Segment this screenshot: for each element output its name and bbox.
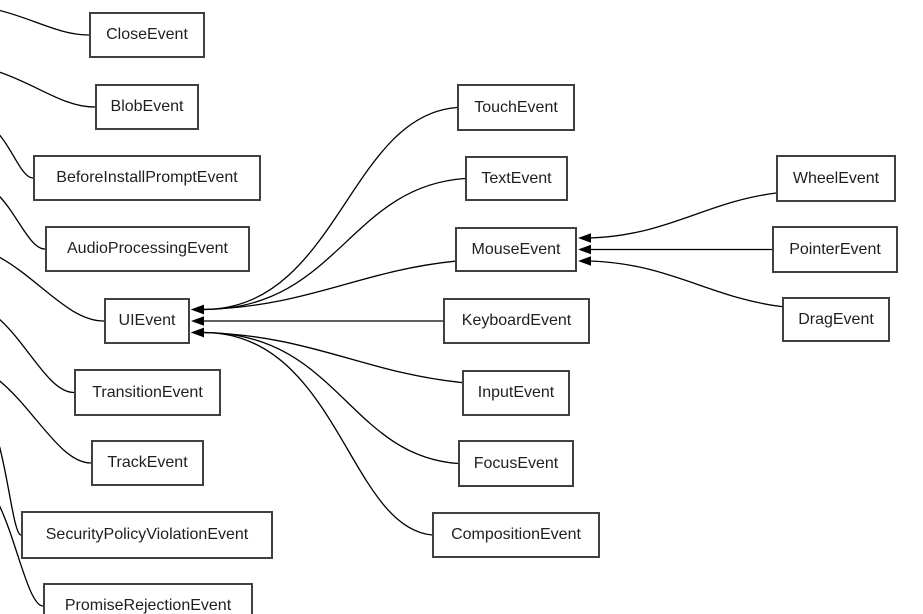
arrowhead [578, 256, 591, 266]
node-label: UIEvent [118, 312, 176, 329]
node-label: TransitionEvent [92, 383, 203, 401]
edge [0, 505, 44, 607]
node-blob-event[interactable]: BlobEvent [95, 84, 199, 130]
node-label: CompositionEvent [451, 526, 581, 543]
edge [0, 256, 105, 322]
node-label: BeforeInstallPromptEvent [56, 169, 238, 186]
arrowhead [578, 233, 591, 243]
edge [589, 192, 777, 239]
edge [0, 134, 34, 179]
node-wheel-event[interactable]: WheelEvent [776, 155, 896, 202]
edge [202, 177, 466, 311]
arrowhead [191, 316, 204, 326]
node-label: BlobEvent [110, 98, 184, 115]
arrowhead [191, 304, 204, 315]
edge [202, 331, 433, 536]
edge [0, 446, 22, 536]
node-text-event[interactable]: TextEvent [465, 156, 568, 201]
node-label: PointerEvent [789, 240, 881, 258]
edge [202, 106, 458, 311]
node-track-event[interactable]: TrackEvent [91, 440, 204, 486]
node-touch-event[interactable]: TouchEvent [457, 84, 575, 131]
arrowhead [578, 244, 591, 255]
node-pointer-event[interactable]: PointerEvent [772, 226, 898, 273]
node-label: DragEvent [798, 310, 874, 328]
node-composition-event[interactable]: CompositionEvent [432, 512, 600, 558]
node-transition-event[interactable]: TransitionEvent [74, 369, 221, 416]
node-audio-processing-event[interactable]: AudioProcessingEvent [45, 226, 250, 272]
node-label: AudioProcessingEvent [67, 240, 228, 257]
node-label: TextEvent [481, 169, 552, 187]
node-label: KeyboardEvent [461, 312, 572, 329]
node-label: TrackEvent [107, 454, 188, 471]
node-before-install-prompt-event[interactable]: BeforeInstallPromptEvent [33, 155, 261, 201]
node-label: InputEvent [477, 384, 555, 401]
edge [202, 331, 459, 465]
node-ui-event[interactable]: UIEvent [104, 298, 190, 344]
node-mouse-event[interactable]: MouseEvent [455, 227, 577, 272]
edge [202, 260, 456, 311]
node-close-event[interactable]: CloseEvent [89, 12, 205, 58]
node-focus-event[interactable]: FocusEvent [458, 440, 574, 487]
node-label: PromiseRejectionEvent [64, 597, 232, 614]
edge [0, 196, 46, 250]
edge [202, 331, 463, 384]
node-label: MouseEvent [471, 240, 561, 258]
edge [0, 9, 90, 36]
node-label: CloseEvent [106, 26, 188, 43]
edge [0, 71, 96, 108]
edge [0, 319, 75, 394]
node-input-event[interactable]: InputEvent [462, 370, 570, 416]
node-label: WheelEvent [792, 169, 880, 187]
arrowhead [191, 327, 204, 338]
node-label: SecurityPolicyViolationEvent [45, 526, 249, 543]
node-drag-event[interactable]: DragEvent [782, 297, 890, 342]
node-promise-rejection-event[interactable]: PromiseRejectionEvent [43, 583, 253, 614]
node-keyboard-event[interactable]: KeyboardEvent [443, 298, 590, 344]
node-label: FocusEvent [473, 454, 559, 472]
node-label: TouchEvent [474, 98, 558, 116]
edge [589, 260, 783, 308]
node-security-policy-violation-event[interactable]: SecurityPolicyViolationEvent [21, 511, 273, 559]
edge [0, 380, 92, 464]
